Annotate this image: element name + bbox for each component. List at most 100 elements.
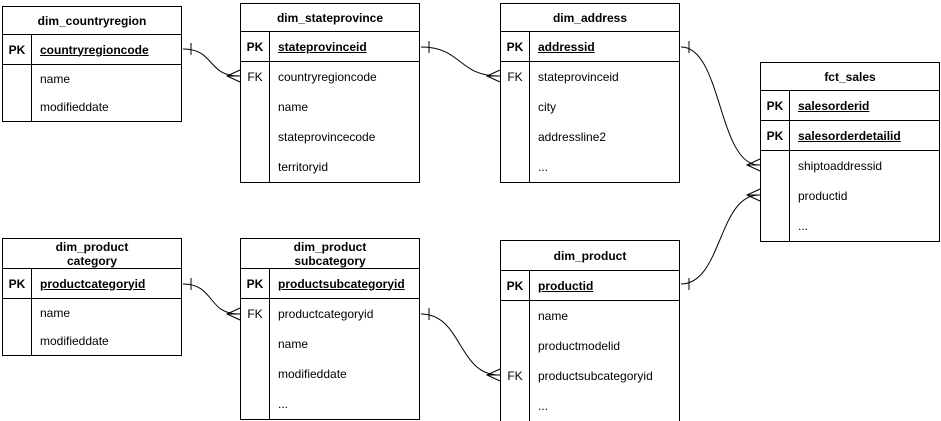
cardinality-many-crowfoot	[485, 69, 501, 83]
column-name: name	[538, 309, 569, 323]
column-row-productcategoryid: PK productcategoryid	[3, 269, 181, 299]
column-row-productsubcategoryid: PK productsubcategoryid	[241, 269, 419, 299]
cardinality-many-crowfoot	[225, 69, 241, 83]
key-label-empty	[241, 152, 270, 182]
key-label-empty	[761, 211, 790, 241]
column-name: productsubcategoryid	[278, 276, 405, 291]
table-title: fct_sales	[761, 63, 939, 91]
column-name: modifieddate	[40, 334, 109, 348]
key-label-pk: PK	[501, 32, 530, 61]
column-row-productid: PK productid	[501, 271, 679, 301]
key-label-empty	[241, 389, 270, 419]
column-name: ...	[538, 160, 549, 174]
key-label-empty	[761, 181, 790, 211]
entity-table-dim-productcategory[interactable]: dim_product category PK productcategoryid…	[2, 238, 182, 356]
cardinality-many-crowfoot	[485, 368, 501, 382]
entity-table-dim-product[interactable]: dim_product PK productid name productmodeli…	[500, 240, 680, 421]
key-label-fk: FK	[241, 62, 270, 92]
column-row-name: name	[3, 299, 181, 327]
column-row-more: ...	[501, 152, 679, 182]
table-title: dim_countryregion	[3, 7, 181, 35]
column-name: productmodelid	[538, 339, 621, 353]
relationship-productcategory-productsubcategory[interactable]	[182, 278, 241, 321]
column-name: modifieddate	[40, 100, 109, 114]
key-label-empty	[3, 93, 32, 121]
column-row-name: name	[241, 329, 419, 359]
table-title: dim_product category	[3, 239, 181, 269]
key-label-fk: FK	[241, 299, 270, 329]
key-label-pk: PK	[501, 271, 530, 300]
column-name: ...	[538, 399, 549, 413]
column-row-countryregioncode: FK countryregioncode	[241, 62, 419, 92]
key-label-empty	[501, 391, 530, 421]
key-label-empty	[501, 122, 530, 152]
column-name: productcategoryid	[40, 276, 146, 291]
column-name: name	[40, 306, 71, 320]
key-label-empty	[3, 299, 32, 327]
column-name: name	[278, 100, 309, 114]
key-label-empty	[3, 65, 32, 93]
key-label-fk: FK	[501, 361, 530, 391]
column-name: name	[278, 337, 309, 351]
relationship-countryregion-stateprovince[interactable]	[182, 43, 241, 83]
key-label-pk: PK	[761, 91, 790, 120]
cardinality-many-crowfoot	[745, 188, 761, 202]
key-label-empty	[501, 152, 530, 182]
relationship-address-fctsales[interactable]	[680, 41, 761, 172]
key-label-empty	[241, 92, 270, 122]
column-row-modifieddate: modifieddate	[3, 93, 181, 121]
relationship-productsubcategory-product[interactable]	[420, 308, 501, 382]
key-label-empty	[501, 92, 530, 122]
column-name: ...	[278, 397, 289, 411]
key-label-pk: PK	[241, 32, 270, 61]
table-title: dim_product subcategory	[241, 239, 419, 269]
column-row-stateprovinceid: PK stateprovinceid	[241, 32, 419, 62]
column-row-modifieddate: modifieddate	[241, 359, 419, 389]
key-label-empty	[501, 331, 530, 361]
column-row-addressline2: addressline2	[501, 122, 679, 152]
relationship-product-fctsales[interactable]	[680, 188, 761, 290]
column-name: territoryid	[278, 160, 329, 174]
entity-table-dim-productsubcategory[interactable]: dim_product subcategory PK productsubcate…	[240, 238, 420, 420]
key-label-pk: PK	[3, 269, 32, 298]
table-title: dim_address	[501, 4, 679, 32]
key-label-pk: PK	[241, 269, 270, 298]
column-row-productmodelid: productmodelid	[501, 331, 679, 361]
column-row-salesorderid: PK salesorderid	[761, 91, 939, 121]
key-label-empty	[761, 151, 790, 181]
column-row-more: ...	[241, 389, 419, 419]
cardinality-many-crowfoot	[745, 158, 761, 172]
table-title: dim_product	[501, 241, 679, 271]
key-label-empty	[241, 359, 270, 389]
column-name: stateprovinceid	[278, 39, 367, 54]
column-row-name: name	[501, 301, 679, 331]
column-name: stateprovinceid	[538, 70, 619, 84]
column-name: modifieddate	[278, 367, 347, 381]
key-label-empty	[241, 329, 270, 359]
cardinality-many-crowfoot	[225, 307, 241, 321]
relationship-stateprovince-address[interactable]	[420, 41, 501, 83]
key-label-empty	[3, 327, 32, 355]
column-row-shiptoaddressid: shiptoaddressid	[761, 151, 939, 181]
column-name: countryregioncode	[278, 70, 377, 84]
column-name: name	[40, 72, 71, 86]
key-label-empty	[241, 122, 270, 152]
column-name: countryregioncode	[40, 42, 149, 57]
column-name: salesorderid	[798, 98, 870, 113]
column-name: productid	[538, 278, 594, 293]
column-name: productid	[798, 189, 848, 203]
column-row-name: name	[3, 65, 181, 93]
column-row-city: city	[501, 92, 679, 122]
column-row-name: name	[241, 92, 419, 122]
column-name: productcategoryid	[278, 307, 374, 321]
